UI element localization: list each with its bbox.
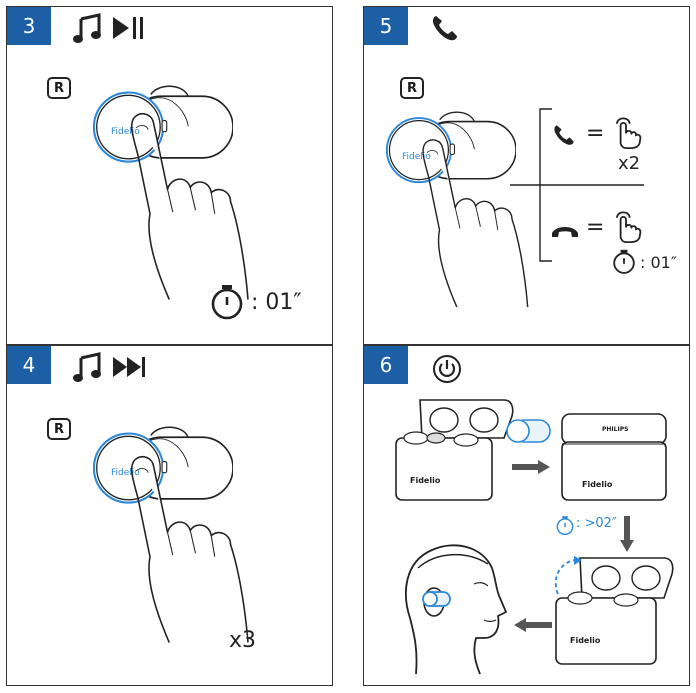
- hand-tap-illustration: [115, 107, 255, 303]
- head-wearing-earbud: [405, 544, 507, 675]
- music-note-icon: [73, 13, 103, 43]
- stopwatch-icon: [207, 281, 247, 321]
- case-brand-label: Fidelio: [570, 636, 601, 645]
- reopened-charging-case: [555, 557, 674, 665]
- equals-sign: =: [586, 215, 605, 240]
- equals-sign: =: [586, 121, 605, 146]
- step-number: 3: [7, 7, 51, 45]
- panel-next-track: 4 R Fidelio x3: [6, 345, 333, 686]
- hold-duration: : 01″: [251, 290, 302, 315]
- right-earbud-badge: R: [47, 77, 71, 99]
- stopwatch-icon: [554, 514, 576, 536]
- arrow-right: [512, 460, 550, 474]
- music-note-icon: [73, 352, 103, 382]
- stopwatch-icon: [610, 247, 638, 275]
- step-number: 6: [364, 346, 408, 384]
- phone-icon: [552, 123, 576, 147]
- lid-open-arrow: [554, 556, 582, 595]
- header-icons: [430, 13, 460, 43]
- step-number: 4: [7, 346, 51, 384]
- tap-count: x2: [618, 153, 641, 174]
- case-brand-label: Fidelio: [582, 480, 613, 489]
- header-icons: [73, 13, 145, 43]
- power-icon: [433, 355, 461, 383]
- tap-hand-icon: [608, 111, 644, 151]
- play-pause-icon: [113, 17, 143, 39]
- arrow-down: [620, 516, 634, 552]
- hold-duration: : 01″: [640, 253, 677, 272]
- open-charging-case: [395, 399, 514, 501]
- next-track-icon: [113, 357, 145, 377]
- earbud-logo: Fidelio: [111, 127, 140, 137]
- panel-play-pause: 3 R Fidelio : 01″: [6, 6, 333, 345]
- step-number: 5: [364, 7, 408, 45]
- earbud-logo: Fidelio: [402, 152, 431, 162]
- hand-tap-illustration: [115, 450, 255, 646]
- tap-count: x3: [229, 628, 257, 653]
- option-bracket: [510, 108, 644, 262]
- earbud-logo: Fidelio: [111, 468, 140, 478]
- right-earbud-badge: R: [400, 77, 424, 99]
- phone-icon: [430, 13, 460, 43]
- panel-reset-power: 6 Fidelio PHILIPS Fidelio : >02″: [363, 345, 690, 686]
- case-brand-label: Fidelio: [410, 476, 441, 485]
- tap-hand-icon: [608, 205, 644, 245]
- hang-up-icon: [550, 221, 580, 241]
- hold-duration: : >02″: [576, 516, 617, 531]
- panel-call-control: 5 R Fidelio = x2 = : 01″: [363, 6, 690, 345]
- header-icons: [73, 352, 151, 382]
- earbud-insert: [506, 419, 551, 443]
- right-earbud-badge: R: [47, 418, 71, 440]
- closed-charging-case: [561, 413, 667, 501]
- arrow-left: [514, 618, 552, 632]
- lid-brand-label: PHILIPS: [602, 426, 629, 433]
